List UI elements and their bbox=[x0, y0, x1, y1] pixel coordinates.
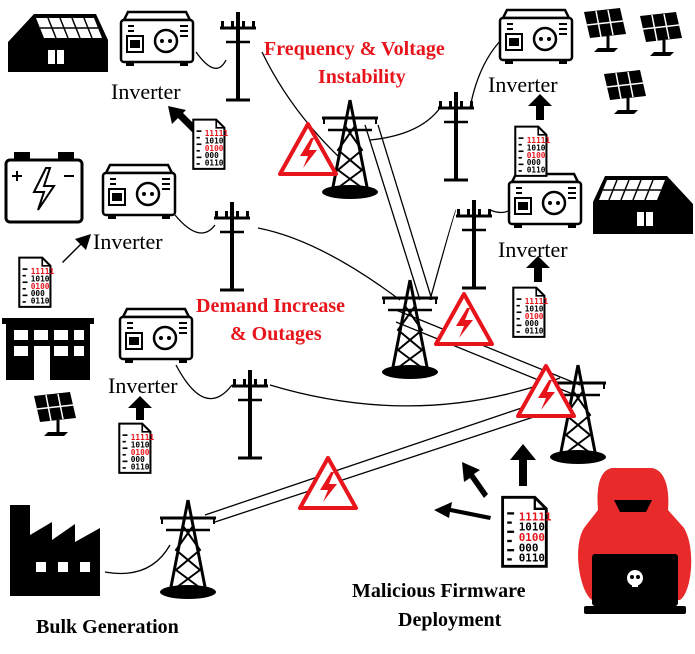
demand-outages-label: Demand Increase bbox=[196, 295, 345, 317]
firmware-code-row: 0100 bbox=[525, 312, 544, 321]
firmware-code-row: 11111 bbox=[131, 433, 155, 442]
solar-panel-icon bbox=[32, 390, 78, 438]
firmware-code-row: 0110 bbox=[519, 552, 545, 565]
utility-pole bbox=[436, 90, 476, 182]
frequency-voltage-label-line2: Instability bbox=[318, 66, 406, 88]
firmware-code-row: 11111 bbox=[525, 297, 549, 306]
firmware-code-row: 1010 bbox=[525, 304, 544, 313]
demand-outages-label-line2: & Outages bbox=[230, 323, 322, 345]
utility-pole bbox=[454, 198, 494, 290]
firmware-code-row: 11111 bbox=[527, 136, 551, 145]
utility-pole bbox=[212, 200, 252, 292]
house-icon bbox=[7, 13, 109, 73]
inverter-icon bbox=[119, 10, 195, 68]
solar-panel-icon bbox=[602, 68, 648, 116]
transmission-tower bbox=[380, 278, 440, 381]
firmware-code-row: 0110 bbox=[525, 327, 544, 336]
inverter-icon bbox=[507, 172, 583, 230]
inverter-icon bbox=[498, 8, 574, 66]
inverter-label: Inverter bbox=[488, 72, 558, 97]
firmware-code-row: 11111 bbox=[519, 510, 552, 523]
battery-icon bbox=[4, 152, 84, 224]
inverter-icon bbox=[101, 163, 177, 221]
firmware-code-row: 0100 bbox=[131, 448, 150, 457]
house-icon bbox=[592, 175, 694, 235]
firmware-code-row: 0110 bbox=[31, 297, 50, 306]
firmware-code-row: 000 bbox=[31, 289, 45, 298]
firmware-code-row: 0110 bbox=[205, 159, 224, 168]
solar-panel-icon bbox=[638, 10, 684, 58]
firmware-code-row: 0100 bbox=[31, 282, 50, 291]
firmware-code-row: 0100 bbox=[527, 151, 546, 160]
inverter-icon bbox=[118, 307, 194, 365]
firmware-code-row: 000 bbox=[525, 319, 539, 328]
inverter-label: Inverter bbox=[93, 229, 163, 254]
firmware-code-row: 1010 bbox=[205, 136, 224, 145]
bulk-generation-label: Bulk Generation bbox=[36, 616, 179, 638]
inverter-label: Inverter bbox=[108, 373, 178, 398]
firmware-code-row: 1010 bbox=[31, 274, 50, 283]
utility-pole bbox=[230, 368, 270, 460]
firmware-code-row: 0110 bbox=[131, 463, 150, 472]
warning-icon bbox=[434, 292, 494, 346]
utility-pole bbox=[218, 10, 258, 102]
arrows bbox=[62, 94, 552, 520]
transmission-tower bbox=[158, 498, 218, 601]
inverter-label: Inverter bbox=[111, 79, 181, 104]
solar-panel-icon bbox=[582, 6, 628, 54]
malicious-firmware-label: Malicious Firmware bbox=[352, 580, 526, 602]
building-icon bbox=[2, 318, 94, 380]
firmware-code-row: 0110 bbox=[527, 166, 546, 175]
inverter-label: Inverter bbox=[498, 237, 568, 262]
transmission-tower bbox=[320, 98, 380, 201]
frequency-voltage-label: Frequency & Voltage bbox=[264, 38, 445, 60]
firmware-code-texts: 1111110100100000011011111101001000000110… bbox=[31, 129, 552, 565]
firmware-code-row: 000 bbox=[131, 455, 145, 464]
factory-icon bbox=[10, 505, 100, 596]
firmware-code-row: 0100 bbox=[519, 531, 545, 544]
firmware-code-row: 1010 bbox=[131, 440, 150, 449]
firmware-code-row: 000 bbox=[205, 151, 219, 160]
warning-icon bbox=[278, 122, 338, 176]
firmware-code-row: 1010 bbox=[519, 521, 545, 534]
firmware-code-row: 0100 bbox=[205, 144, 224, 153]
firmware-code-row: 1010 bbox=[527, 143, 546, 152]
malicious-firmware-label-line2: Deployment bbox=[398, 609, 502, 631]
firmware-code-row: 11111 bbox=[31, 267, 55, 276]
warning-icon bbox=[298, 456, 358, 510]
firmware-code-row: 11111 bbox=[205, 129, 229, 138]
firmware-code-row: 000 bbox=[527, 158, 541, 167]
hacker-icon bbox=[578, 468, 692, 614]
firmware-code-row: 000 bbox=[519, 541, 539, 554]
